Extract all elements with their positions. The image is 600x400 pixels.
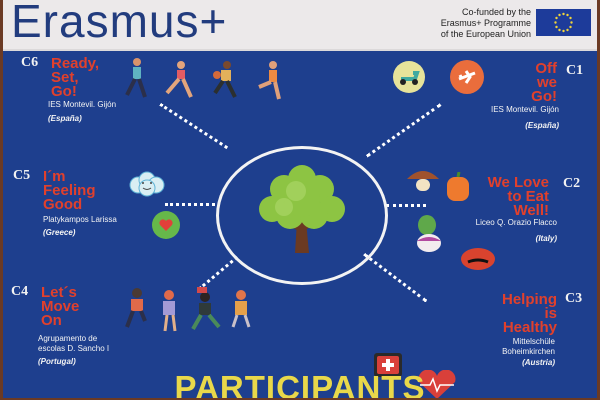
title-line: Healthy [502,319,557,336]
title-line: Helping [502,291,557,308]
project-code: C2 [563,176,581,191]
runners-icon [123,57,293,103]
school-line: Boheimkirchen [502,347,555,356]
mushroom-icon [403,167,443,195]
title-line: Feeling [43,182,96,199]
project-title: We Love to Eat Well! [487,174,549,219]
country: (España) [48,114,82,123]
poster: Erasmus+ Co-funded by the Erasmus+ Progr… [3,0,597,398]
header: Erasmus+ Co-funded by the Erasmus+ Progr… [3,0,597,51]
title-line: Set, [51,69,79,86]
center-circle [216,146,388,285]
project-title: Off we Go! [531,60,557,105]
connector-c2 [386,204,426,207]
cofunded-line: Co-funded by the [461,7,531,17]
country: (Portugal) [38,357,76,366]
school-name: Mittelschüle Boheimkirchen [502,337,555,357]
title-line: Well! [513,202,549,219]
cofunded-text: Co-funded by the Erasmus+ Programme of t… [441,7,531,40]
project-title: Helping is Healthy [502,291,557,336]
country: (España) [525,121,559,130]
title-line: Off [535,60,557,77]
school-name: IES Montevil. Gijón [490,105,559,114]
project-code: C3 [565,291,583,306]
project-title: Let´s Move On [41,284,80,329]
scooter-icon [393,61,425,93]
title-line: Go! [51,83,77,100]
first-aid-icon [373,352,403,378]
project-code: C6 [21,55,39,70]
country: (Greece) [43,228,76,237]
jumping-kids-icon [119,287,259,337]
connector-c4 [198,255,239,291]
heartbeat-icon [416,370,458,398]
country: (Austria) [522,358,555,367]
school-name: Agrupamento de escolas D. Sancho I [38,334,109,354]
country: (Italy) [535,234,557,243]
school-name: Platykampos Larissa [43,215,117,224]
connector-c6 [159,103,229,150]
cofunded-line: of the European Union [440,29,531,39]
pepper-icon [444,172,472,202]
airplane-icon [450,60,484,94]
title-line: we [536,74,557,91]
project-code: C1 [566,63,584,78]
participants-diagram: C6 Ready, Set, Go! IES Montevil. Gijón (… [3,51,597,398]
tree-icon [254,161,350,261]
school-line: escolas D. Sancho I [38,344,110,353]
project-title: I´m Feeling Good [43,168,96,213]
title-line: is [544,305,557,322]
title-line: We Love [487,174,549,191]
tomato-icon [460,246,496,270]
erasmus-logo: Erasmus+ [11,0,228,47]
connector-c5 [165,203,215,206]
participants-title: PARTICIPANTS [174,369,426,398]
heart-icon [147,211,185,239]
title-line: Let´s [41,284,77,301]
title-line: I´m [43,168,66,185]
title-line: On [41,312,62,329]
title-line: Ready, [51,55,100,72]
turnip-icon [415,215,443,261]
school-name: Liceo Q. Orazio Flacco [475,218,557,227]
title-line: Go! [531,88,557,105]
school-name: IES Montevil. Gijón [48,100,117,109]
cofunded-line: Erasmus+ Programme [440,18,531,28]
eu-flag-icon [536,9,591,36]
title-line: to Eat [507,188,549,205]
connector-c1 [366,103,442,158]
smiling-cloud-icon [128,171,166,197]
school-line: Agrupamento de [38,334,98,343]
title-line: Move [41,298,80,315]
project-code: C4 [11,284,29,299]
school-line: Mittelschüle [512,337,555,346]
project-title: Ready, Set, Go! [51,55,100,100]
project-code: C5 [13,168,31,183]
title-line: Good [43,196,83,213]
